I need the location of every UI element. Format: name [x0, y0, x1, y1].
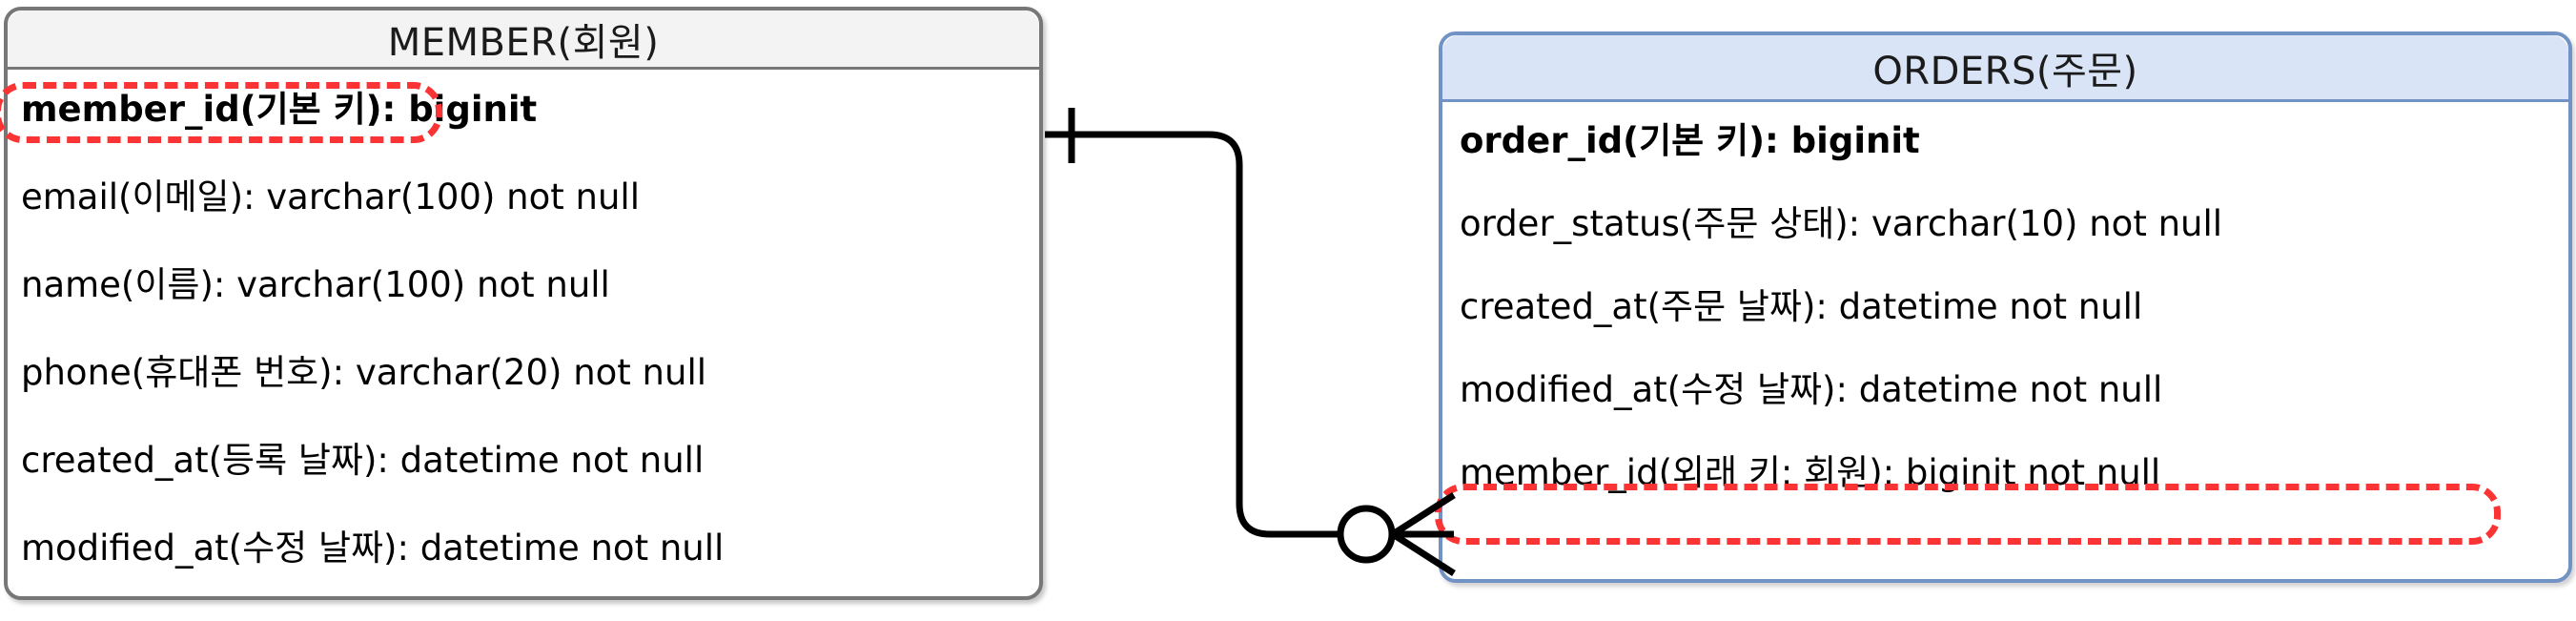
- attribute-row-member-phone[interactable]: phone(휴대폰 번호): varchar(20) not null: [21, 352, 707, 393]
- attribute-row-member-name[interactable]: name(이름): varchar(100) not null: [21, 264, 610, 305]
- attribute-row-orders-order-status[interactable]: order_status(주문 상태): varchar(10) not nul…: [1460, 203, 2223, 244]
- entity-orders-attribute-list: order_id(기본 키): biginit order_status(주문 …: [1442, 102, 2568, 579]
- entity-orders[interactable]: ORDERS(주문) order_id(기본 키): biginit order…: [1439, 31, 2572, 583]
- entity-member-attribute-list: member_id(기본 키): biginit email(이메일): var…: [8, 70, 1039, 596]
- attribute-row-member-member-id[interactable]: member_id(기본 키): biginit: [21, 89, 538, 130]
- attribute-row-member-modified-at[interactable]: modified_at(수정 날짜): datetime not null: [21, 528, 725, 569]
- entity-member-title: MEMBER(회원): [8, 10, 1039, 70]
- attribute-row-orders-member-id[interactable]: member_id(외래 키: 회원): biginit not null: [1460, 452, 2161, 493]
- relationship-line: [1045, 131, 1339, 538]
- entity-orders-title: ORDERS(주문): [1442, 35, 2568, 102]
- attribute-row-orders-modified-at[interactable]: modified_at(수정 날짜): datetime not null: [1460, 369, 2163, 410]
- attribute-row-orders-created-at[interactable]: created_at(주문 날짜): datetime not null: [1460, 286, 2143, 327]
- entity-member[interactable]: MEMBER(회원) member_id(기본 키): biginit emai…: [4, 7, 1043, 600]
- attribute-row-orders-order-id[interactable]: order_id(기본 키): biginit: [1460, 120, 1920, 161]
- attribute-row-member-email[interactable]: email(이메일): varchar(100) not null: [21, 176, 640, 217]
- attribute-row-member-created-at[interactable]: created_at(등록 날짜): datetime not null: [21, 440, 705, 481]
- cardinality-zero-circle: [1337, 505, 1396, 564]
